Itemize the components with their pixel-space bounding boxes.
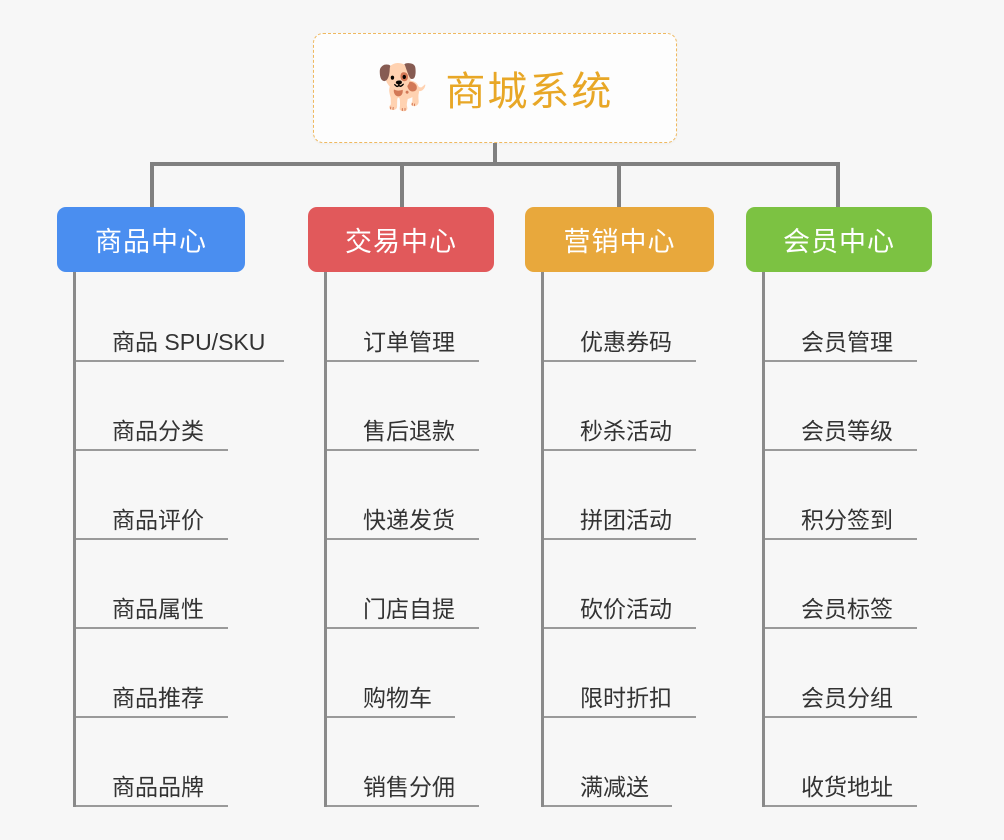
category-column-product: 商品中心 商品 SPU/SKU 商品分类 商品评价 商品属性 商品推荐 商品品牌 [57,207,284,807]
category-header-trade[interactable]: 交易中心 [308,207,494,272]
list-item[interactable]: 商品分类 [76,362,277,451]
list-item-label: 优惠券码 [580,329,672,356]
item-list-trade: 订单管理 售后退款 快递发货 门店自提 购物车 销售分佣 [324,272,523,807]
connector-horizontal-bus [150,162,838,166]
item-list-marketing: 优惠券码 秒杀活动 拼团活动 砍价活动 限时折扣 满减送 [541,272,740,807]
list-item[interactable]: 快递发货 [327,451,523,540]
list-item[interactable]: 会员分组 [765,629,961,718]
connector-drop-category-1 [150,162,154,207]
list-item-label: 商品 SPU/SKU [112,329,266,356]
list-item-label: 满减送 [580,774,649,801]
category-header-label: 会员中心 [783,227,895,257]
list-item[interactable]: 砍价活动 [544,540,740,629]
list-item[interactable]: 收货地址 [765,718,961,807]
connector-drop-category-4 [836,162,840,207]
category-column-member: 会员中心 会员管理 会员等级 积分签到 会员标签 会员分组 收货地址 [746,207,961,807]
list-item[interactable]: 优惠券码 [544,272,740,362]
category-header-label: 商品中心 [95,227,207,257]
list-item[interactable]: 秒杀活动 [544,362,740,451]
list-item-label: 拼团活动 [580,507,672,534]
list-item[interactable]: 商品评价 [76,451,277,540]
connector-drop-category-3 [617,162,621,207]
list-item[interactable]: 满减送 [544,718,740,807]
list-item[interactable]: 售后退款 [327,362,523,451]
list-item-label: 快递发货 [363,507,455,534]
list-item[interactable]: 商品属性 [76,540,277,629]
list-item[interactable]: 商品品牌 [76,718,277,807]
shiba-dog-face-icon: 🐕 [376,63,432,112]
list-item-label: 商品评价 [112,507,204,534]
list-item-label: 会员管理 [801,329,893,356]
category-header-label: 交易中心 [345,227,457,257]
list-item[interactable]: 商品 SPU/SKU [76,272,284,362]
category-column-trade: 交易中心 订单管理 售后退款 快递发货 门店自提 购物车 销售分佣 [308,207,523,807]
root-node-shop-system[interactable]: 🐕 商城系统 [313,33,677,143]
list-item-label: 商品品牌 [112,774,204,801]
list-item-label: 购物车 [363,685,432,712]
list-item-label: 订单管理 [363,329,455,356]
category-header-member[interactable]: 会员中心 [746,207,932,272]
list-item[interactable]: 会员等级 [765,362,961,451]
list-item-label: 砍价活动 [580,596,672,623]
category-header-label: 营销中心 [563,227,676,257]
item-list-product: 商品 SPU/SKU 商品分类 商品评价 商品属性 商品推荐 商品品牌 [73,272,284,807]
category-header-product[interactable]: 商品中心 [57,207,245,272]
list-item[interactable]: 门店自提 [327,540,523,629]
list-item-label: 会员分组 [801,685,893,712]
list-item-label: 积分签到 [801,507,893,534]
list-item-label: 售后退款 [363,418,455,445]
list-item-label: 会员等级 [801,418,893,445]
list-item[interactable]: 限时折扣 [544,629,740,718]
list-item[interactable]: 销售分佣 [327,718,523,807]
root-node-title: 商城系统 [445,70,614,114]
list-item-label: 限时折扣 [580,685,672,712]
list-item-label: 销售分佣 [363,774,455,801]
connector-root-stem [493,143,497,164]
item-list-member: 会员管理 会员等级 积分签到 会员标签 会员分组 收货地址 [762,272,961,807]
root-node-content: 🐕 商城系统 [377,59,614,117]
list-item-label: 商品属性 [112,596,204,623]
list-item[interactable]: 会员管理 [765,272,961,362]
category-header-marketing[interactable]: 营销中心 [525,207,714,272]
list-item[interactable]: 拼团活动 [544,451,740,540]
list-item-label: 门店自提 [363,596,455,623]
list-item-label: 商品分类 [112,418,204,445]
list-item[interactable]: 订单管理 [327,272,523,362]
list-item[interactable]: 商品推荐 [76,629,277,718]
list-item-label: 秒杀活动 [580,418,672,445]
list-item-label: 收货地址 [801,774,893,801]
category-column-marketing: 营销中心 优惠券码 秒杀活动 拼团活动 砍价活动 限时折扣 满减送 [525,207,740,807]
connector-drop-category-2 [400,162,404,207]
list-item[interactable]: 积分签到 [765,451,961,540]
list-item-label: 商品推荐 [112,685,204,712]
list-item[interactable]: 购物车 [327,629,523,718]
list-item-label: 会员标签 [801,596,893,623]
list-item[interactable]: 会员标签 [765,540,961,629]
